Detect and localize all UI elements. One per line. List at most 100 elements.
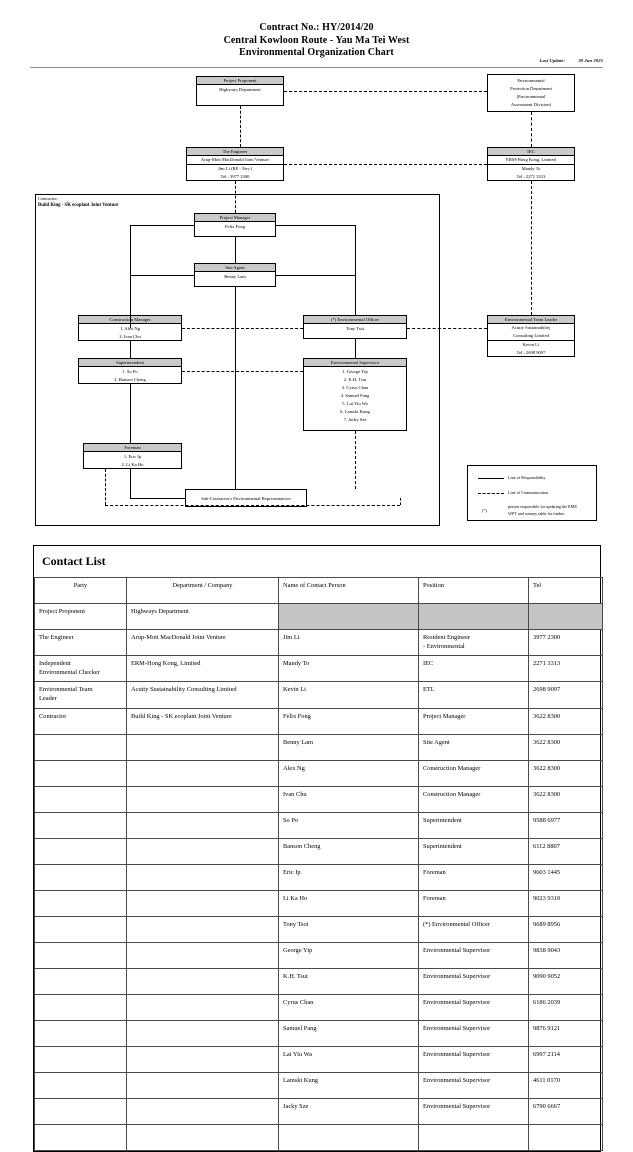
line-engineer-to-pm: [235, 181, 236, 213]
legend-responsibility-label: Line of Responsibility: [508, 475, 546, 480]
cell-company: [126, 1097, 279, 1125]
box-environmental-team-leader: Environmental Team Leader Acuity Sustain…: [487, 315, 575, 357]
cell-position: Environmental Supervisor: [418, 967, 529, 995]
cell-company: Highways Department: [126, 603, 279, 630]
cell-name: Jim Li: [278, 628, 419, 657]
cell-position: Superintendent: [418, 837, 529, 865]
box-the-engineer: The Engineer Arup-Mott MacDonald Joint V…: [186, 147, 284, 181]
box-project-proponent-body: Highways Department: [219, 87, 261, 92]
line-foreman-down: [130, 469, 131, 498]
cell-party: Project Proponent: [34, 603, 127, 630]
cell-company: Arup-Mott MacDonald Joint Venture: [126, 628, 279, 657]
cell-party: [34, 967, 127, 995]
cell-company: [126, 889, 279, 917]
cell-company: [126, 837, 279, 865]
box-foreman: Foreman 1. Eric Ip 2. Li Ka Ho: [83, 443, 182, 469]
col-header-party: Party: [34, 577, 127, 604]
line-sa-down: [235, 287, 236, 489]
contact-list-panel: Contact List Party Department / Company …: [33, 545, 603, 1152]
line-pm-to-site-agent: [235, 237, 236, 263]
box-environmental-officer: (*) Environmental Officer Tony Tsoi: [303, 315, 407, 339]
cell-party: [34, 941, 127, 969]
cell-name: Tony Tsoi: [278, 915, 419, 943]
cell-position: Environmental Supervisor: [418, 1045, 529, 1073]
line-es-to-sub: [355, 431, 356, 489]
cell-position: ETL: [418, 681, 529, 709]
cell-position: Construction Manager: [418, 785, 529, 813]
cell-position: Foreman: [418, 889, 529, 917]
cell-tel: 9876 9121: [528, 1019, 603, 1047]
box-etl-head: Environmental Team Leader: [488, 316, 574, 324]
cell-name: Banson Cheng: [278, 837, 419, 865]
box-etl-body: Acuity Sustainability Consulting Limited…: [488, 324, 574, 357]
cell-company: [126, 1019, 279, 1047]
cell-position: Environmental Supervisor: [418, 941, 529, 969]
cell-name: Mandy To: [278, 655, 419, 683]
cell-name: K.H. Tsui: [278, 967, 419, 995]
cell-company: ERM-Hong Kong, Limited: [126, 655, 279, 683]
table-header-row: Party Department / Company Name of Conta…: [34, 577, 603, 604]
cell-tel: 9023 9310: [528, 889, 603, 917]
cell-party: [34, 993, 127, 1021]
box-project-proponent: Project Proponent Highways Department: [196, 76, 284, 106]
box-superintendent-body: 1. So Po 2. Banson Cheng: [114, 369, 146, 382]
page-title: Contract No.: HY/2014/20 Central Kowloon…: [0, 0, 633, 60]
line-pp-to-epd: [284, 91, 487, 92]
cell-name: Lamski Kung: [278, 1071, 419, 1099]
title-divider: [30, 66, 603, 68]
box-epd: Environmental Protection Department (Env…: [487, 74, 575, 112]
contact-list-table: Party Department / Company Name of Conta…: [34, 577, 603, 1151]
table-row: [34, 1123, 603, 1151]
cell-tel: 9090 9052: [528, 967, 603, 995]
cell-company: [126, 733, 279, 761]
box-environmental-supervisor-body: 1. George Yip 2. K.H. Tsui 3. Cyrus Chan…: [340, 369, 370, 422]
cell-position: Environmental Supervisor: [418, 1019, 529, 1047]
cell-tel: 6112 8807: [528, 837, 603, 865]
box-subcontractor-body: Sub-Contractor's Environmental Represent…: [201, 496, 291, 501]
line-sub-dash-right-up: [400, 498, 401, 505]
legend-asterisk-mark: (*): [482, 508, 487, 513]
line-foreman-dash-down: [105, 469, 106, 505]
box-environmental-supervisor: Environmental Supervisor 1. George Yip 2…: [303, 358, 407, 431]
col-header-position: Position: [418, 577, 529, 604]
cell-tel: [528, 1123, 603, 1151]
cell-position: Environmental Supervisor: [418, 993, 529, 1021]
cell-party: [34, 1019, 127, 1047]
line-sa-right-arm: [276, 275, 355, 276]
cell-name: So Po: [278, 811, 419, 839]
cell-party: [34, 759, 127, 787]
chart-legend: Line of Responsibility Line of Communica…: [467, 465, 597, 521]
box-site-agent: Site Agent Benny Lam: [194, 263, 276, 287]
cell-party: [34, 733, 127, 761]
cell-position: IEC: [418, 655, 529, 683]
col-header-name: Name of Contact Person: [278, 577, 419, 604]
cell-tel: 6790 6667: [528, 1097, 603, 1125]
cell-position: [418, 1123, 529, 1151]
cell-tel: [528, 603, 603, 630]
line-eo-left-dash: [182, 328, 303, 329]
cell-position: Project Manager: [418, 707, 529, 735]
cell-position: Environmental Supervisor: [418, 1071, 529, 1099]
cell-name: Samuel Pang: [278, 1019, 419, 1047]
cell-party: [34, 1123, 127, 1151]
line-pm-left-arm: [130, 225, 194, 226]
cell-position: Site Agent: [418, 733, 529, 761]
contractor-frame: [35, 194, 440, 526]
cell-name: Jacky Sze: [278, 1097, 419, 1125]
box-foreman-body: 1. Eric Ip 2. Li Ka Ho: [121, 454, 144, 467]
legend-communication-line: [478, 493, 504, 494]
contact-list-title: Contact List: [42, 554, 106, 568]
cell-name: Benny Lam: [278, 733, 419, 761]
box-superintendent: Superintendent 1. So Po 2. Banson Cheng: [78, 358, 182, 384]
cell-tel: 9603 1445: [528, 863, 603, 891]
cell-name: Lai Yiu Wa: [278, 1045, 419, 1073]
